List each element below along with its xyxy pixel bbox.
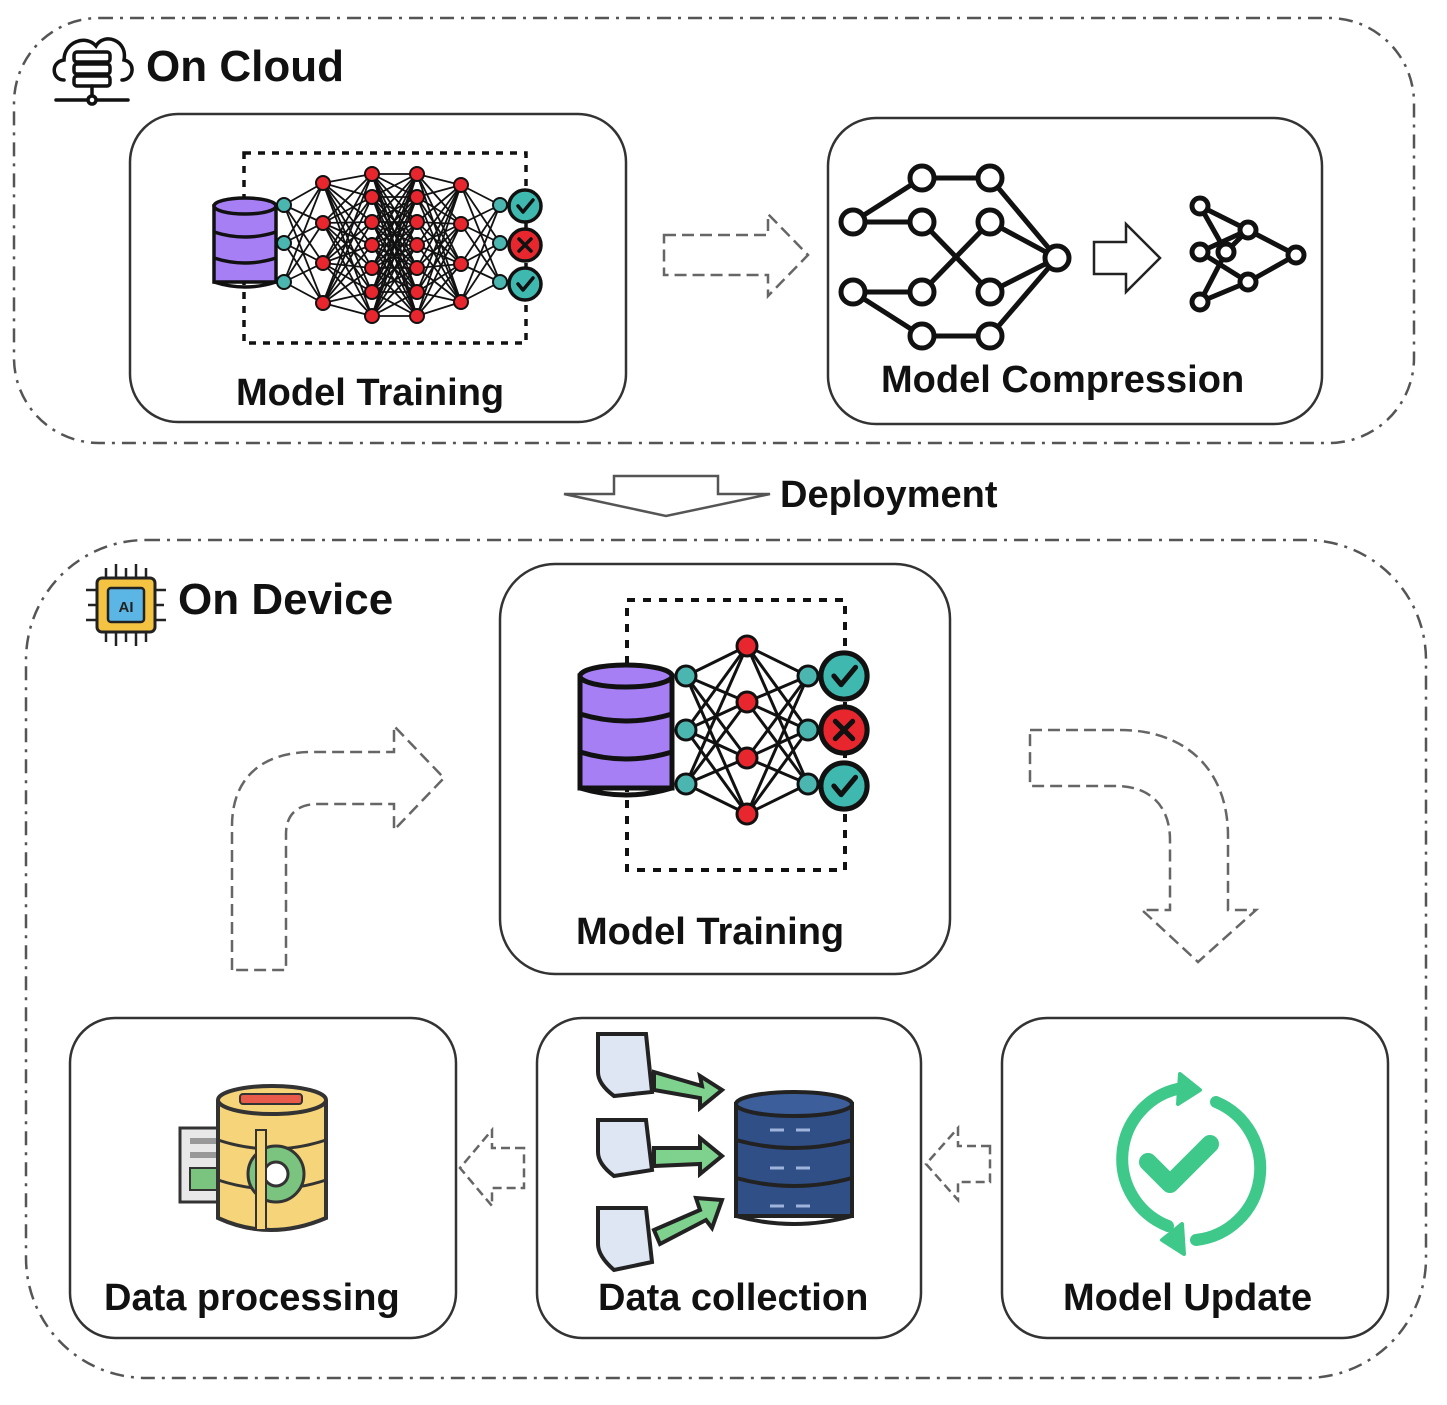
check-icon (507, 188, 543, 224)
network-node (735, 746, 759, 770)
data-processing-label: Data processing (104, 1277, 400, 1319)
network-node (409, 308, 425, 324)
network-node (276, 274, 292, 290)
small-neural-network-icon (577, 598, 867, 872)
device-model-training-label: Model Training (576, 911, 845, 953)
network-pruning-icon (838, 163, 1307, 351)
network-node (276, 197, 292, 213)
check-icon (821, 653, 867, 699)
model-update-box (1000, 1016, 1390, 1340)
network-node (409, 166, 425, 182)
network-node (674, 718, 698, 742)
collection-to-processing-arrow (458, 1126, 526, 1210)
model-compression-box (826, 116, 1324, 426)
network-node (276, 235, 292, 251)
network-node (409, 260, 425, 276)
network-node (735, 802, 759, 826)
network-node (796, 718, 820, 742)
network-node (364, 237, 380, 253)
network-node (364, 189, 380, 205)
documents-to-database-icon (596, 1032, 854, 1273)
network-node (364, 166, 380, 182)
network-node (453, 216, 469, 232)
network-node (796, 664, 820, 688)
network-node (364, 260, 380, 276)
processing-to-training-arrow (230, 722, 446, 972)
network-node (315, 175, 331, 191)
refresh-check-icon (1116, 1072, 1267, 1256)
network-node (453, 256, 469, 272)
network-node (492, 235, 508, 251)
cloud-model-training-label: Model Training (236, 372, 505, 414)
neural-network-icon (212, 151, 543, 345)
deployment-arrow (563, 474, 771, 518)
cloud-section-border (12, 16, 1416, 445)
device-section-title: On Device (178, 575, 394, 624)
network-node (409, 214, 425, 230)
network-node (409, 284, 425, 300)
cloud-server-icon (52, 37, 134, 106)
network-node (453, 177, 469, 193)
network-node (674, 772, 698, 796)
network-node (364, 308, 380, 324)
ai-chip-icon: AI (86, 564, 166, 646)
database-purple-icon (577, 662, 675, 798)
database-gear-icon (178, 1084, 328, 1232)
training-to-compression-arrow (662, 210, 810, 300)
svg-text:AI: AI (119, 599, 134, 616)
model-update-label: Model Update (1063, 1277, 1313, 1319)
model-compression-label: Model Compression (881, 359, 1245, 401)
deployment-label: Deployment (780, 474, 998, 516)
network-node (364, 214, 380, 230)
network-node (492, 197, 508, 213)
check-icon (821, 763, 867, 809)
check-icon (507, 266, 543, 302)
network-node (315, 255, 331, 271)
network-node (409, 189, 425, 205)
cloud-section-title: On Cloud (146, 42, 344, 91)
network-node (492, 274, 508, 290)
database-purple-icon (212, 196, 278, 289)
network-node (453, 294, 469, 310)
cross-icon (507, 227, 543, 263)
network-node (315, 295, 331, 311)
network-node (735, 634, 759, 658)
network-node (315, 215, 331, 231)
network-node (796, 772, 820, 796)
network-node (674, 664, 698, 688)
update-to-collection-arrow (924, 1124, 992, 1204)
device-section-border (24, 538, 1428, 1380)
data-collection-label: Data collection (598, 1277, 869, 1319)
network-node (364, 284, 380, 300)
network-node (735, 690, 759, 714)
cross-icon (821, 707, 867, 753)
training-to-update-arrow (1028, 728, 1260, 964)
network-node (409, 237, 425, 253)
